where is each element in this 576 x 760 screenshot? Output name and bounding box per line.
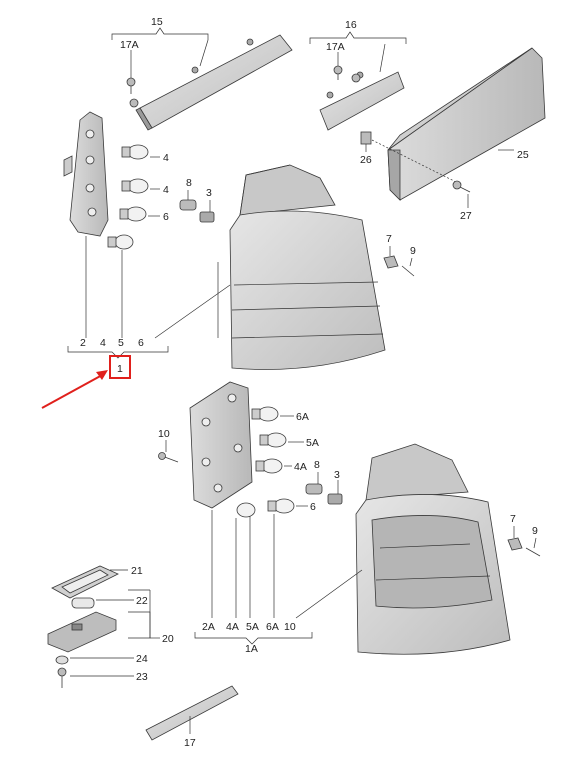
reflector-17 [145, 685, 239, 741]
label-group1a-10: 10 [284, 621, 296, 633]
label-6-top: 6 [163, 211, 169, 223]
label-group1a-main: 1A [245, 643, 258, 655]
label-7-top: 7 [386, 233, 392, 245]
label-17: 17 [184, 737, 196, 749]
label-group1-2: 2 [80, 337, 86, 349]
label-group1-6: 6 [138, 337, 144, 349]
screw-10 [158, 452, 179, 463]
callout-arrow [41, 373, 105, 409]
label-3-bottom: 3 [334, 469, 340, 481]
label-16: 16 [345, 19, 357, 31]
clip-26 [360, 131, 372, 145]
tail-lamp-upper [229, 164, 386, 370]
label-group1-5: 5 [118, 337, 124, 349]
cover-plate-25 [387, 47, 546, 201]
label-6a: 6A [296, 411, 309, 423]
label-group1-main: 1 [117, 363, 123, 375]
callout-box [109, 355, 131, 379]
screw-23 [57, 667, 67, 688]
nut-7-bottom [507, 537, 523, 551]
housing-20 [47, 611, 117, 653]
label-4-mid: 4 [163, 184, 169, 196]
bulb-4-top [121, 144, 149, 160]
bolt-3-bottom [327, 493, 343, 505]
label-27: 27 [460, 210, 472, 222]
label-9-bottom: 9 [532, 525, 538, 537]
grommet-8-top [179, 199, 197, 211]
label-group1-4: 4 [100, 337, 106, 349]
label-25: 25 [517, 149, 529, 161]
label-group1a-4a: 4A [226, 621, 239, 633]
brake-light-16 [319, 71, 405, 131]
label-8-bottom: 8 [314, 459, 320, 471]
label-17a-right: 17A [326, 41, 345, 53]
screw-17a-right [333, 65, 361, 83]
callout-arrowhead [96, 370, 108, 380]
label-15: 15 [151, 16, 163, 28]
label-17a-left: 17A [120, 39, 139, 51]
label-6-bottom: 6 [310, 501, 316, 513]
label-8-top: 8 [186, 177, 192, 189]
label-4a: 4A [294, 461, 307, 473]
label-22: 22 [136, 595, 148, 607]
bulb-5-top [107, 234, 134, 250]
label-group1a-5a: 5A [246, 621, 259, 633]
bulb-6-top [119, 206, 147, 222]
bulb-5a-lower [236, 502, 256, 518]
label-5a: 5A [306, 437, 319, 449]
tail-lamp-lower [355, 443, 511, 655]
label-26: 26 [360, 154, 372, 166]
grommet-8-bottom [305, 483, 323, 495]
bulb-22 [71, 597, 95, 609]
label-3-top: 3 [206, 187, 212, 199]
bulb-6-bottom [267, 498, 295, 514]
screw-27 [452, 180, 471, 193]
label-7-bottom: 7 [510, 513, 516, 525]
screw-9-top [401, 265, 415, 277]
bulb-5a [259, 432, 287, 448]
label-24: 24 [136, 653, 148, 665]
bulb-4a [255, 458, 283, 474]
brake-light-15 [135, 34, 293, 131]
label-group1a-6a: 6A [266, 621, 279, 633]
label-10: 10 [158, 428, 170, 440]
screw-17a-left [126, 77, 139, 108]
washer-24 [55, 655, 69, 665]
label-9-top: 9 [410, 245, 416, 257]
label-21: 21 [131, 565, 143, 577]
nut-7-top [383, 255, 399, 269]
lens-21 [51, 565, 119, 599]
screw-9-bottom [525, 547, 541, 557]
label-20: 20 [162, 633, 174, 645]
label-23: 23 [136, 671, 148, 683]
bulb-4-mid [121, 178, 149, 194]
label-4-top: 4 [163, 152, 169, 164]
label-group1a-2a: 2A [202, 621, 215, 633]
bolt-3-top [199, 211, 215, 223]
bulb-carrier-upper [63, 111, 109, 237]
bulb-6a [251, 406, 279, 422]
bulb-carrier-lower [189, 381, 253, 509]
